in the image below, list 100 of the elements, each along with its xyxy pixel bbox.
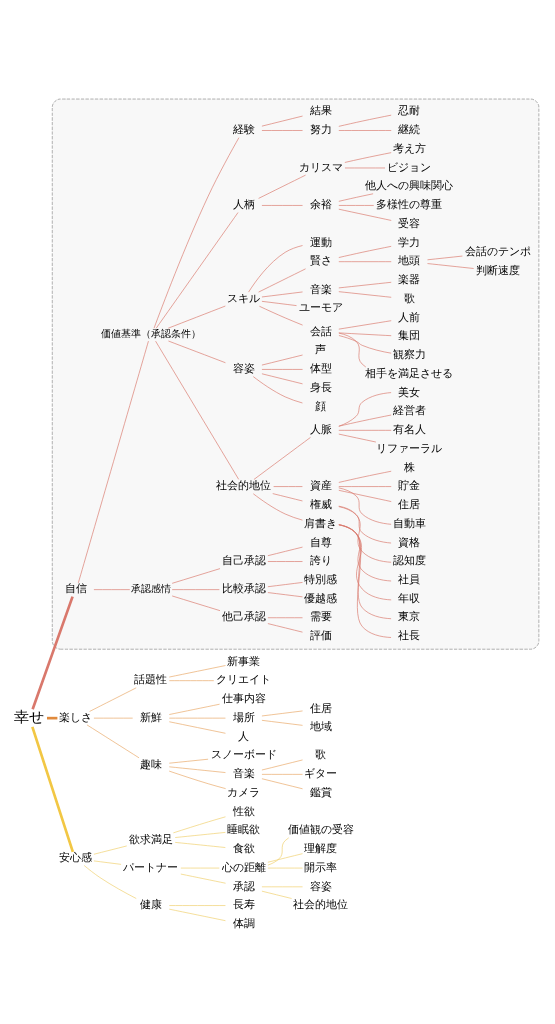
connector [338,332,392,336]
node-text: 考え方 [392,140,426,155]
connector [267,546,303,556]
connector [338,523,392,638]
connector [267,622,303,632]
node-text: 長寿 [232,896,255,911]
node-text: 美女 [398,384,421,399]
node-text: 多様性の尊重 [376,196,443,211]
connector [267,591,303,597]
node-text: 幸せ [13,708,44,725]
node-text: 東京 [398,608,421,623]
node-text: パートナー [123,859,179,874]
node-text: 健康 [140,896,162,911]
connector [338,505,392,563]
connector [261,777,303,789]
connector [168,340,226,363]
node-text: 容姿 [232,360,255,375]
node-text: 心の距離 [221,859,266,874]
node-text: 体調 [232,915,255,930]
connector [261,115,303,126]
connector [338,524,392,581]
connector [168,664,226,677]
node-text: 余裕 [309,196,332,211]
connector [261,204,303,206]
node-text: 年収 [398,590,421,605]
node-text: 権威 [309,496,332,511]
connector [168,679,215,681]
connector [338,505,392,543]
node-text: 観察力 [392,346,426,361]
connector [171,595,221,611]
connector [173,815,226,833]
node-text: 承認 [232,878,255,893]
node-text: 開示率 [304,859,338,874]
connector [258,268,306,292]
connector [168,908,226,921]
node-text: 鑑賞 [309,784,332,799]
node-text: スノーボード [210,746,277,761]
node-text: 社会的地位 [216,477,272,492]
node-text: 自信 [64,581,87,594]
node-text: 学力 [398,234,421,249]
connector [261,129,303,131]
connector [171,588,220,590]
node-text: 安心感 [59,850,93,863]
connector [259,305,303,325]
node-text: 資産 [309,477,332,492]
connector [168,765,226,773]
node-text: 賢さ [309,252,332,267]
connector [267,581,303,587]
node-text: 理解度 [304,840,338,855]
node-text: スキル [227,290,261,305]
connector [338,485,392,487]
node-text: 結果 [309,102,332,117]
connector [338,523,392,600]
connector [83,864,137,899]
connector [261,773,303,775]
node-text: 睡眠欲 [227,821,261,836]
node-text: 会話 [309,323,332,338]
node-text: 社員 [398,571,421,586]
node-text: 他人への興味関心 [365,177,454,192]
connector [93,860,122,865]
connector [261,710,303,716]
connector [171,567,221,584]
connector [155,211,239,329]
connector [89,687,137,712]
connector [168,720,226,734]
connector [338,260,392,262]
node-text: 人 [238,728,250,743]
node-text: 会話のテンポ [465,243,532,258]
node-text: 新鮮 [140,709,162,724]
node-text: 相手を満足させる [365,365,454,380]
node-text: 音楽 [232,765,255,780]
node-text: 継続 [398,121,421,136]
connector [93,717,133,718]
node-text: 人柄 [232,196,255,211]
node-text: 承認感情 [131,582,171,594]
connector [338,129,392,131]
node-text: 忍耐 [398,102,421,117]
node-text: 顔 [315,398,327,413]
node-text: 価値基準（承認条件） [101,327,201,339]
connector [253,436,311,480]
node-text: 特別感 [304,571,338,586]
node-text: 人脈 [309,421,332,436]
node-text: 住居 [309,700,332,715]
connector [338,319,392,329]
node-text: 資格 [398,534,421,549]
node-text: 声 [315,341,327,356]
connector [93,845,128,855]
node-text: 自尊 [309,534,332,549]
node-text: 欲求満足 [129,831,173,846]
connector [168,904,226,906]
connector [261,719,303,726]
node-text: 有名人 [392,421,426,436]
connector [338,433,377,442]
node-text: 音楽 [309,281,332,296]
connector [267,836,290,865]
connector [153,136,240,328]
node-text: クリエイト [216,671,272,686]
connector [252,375,303,403]
connector [261,368,303,370]
node-text: 住居 [398,496,421,511]
